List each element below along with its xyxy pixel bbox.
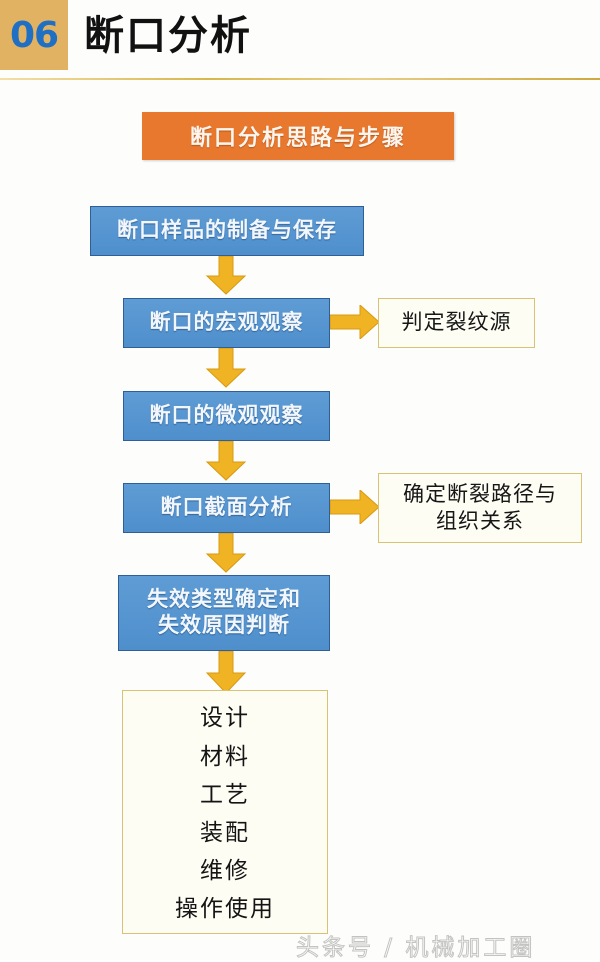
result-box-fracture-path[interactable]: 确定断裂路径与 组织关系 (378, 473, 582, 543)
process-step-label: 失效类型确定和 失效原因判断 (147, 587, 301, 638)
outcome-list-item: 装配 (200, 820, 250, 846)
watermark-text: 头条号 / 机械加工圈 (295, 935, 536, 962)
process-step-label-line1: 失效类型确定和 (147, 587, 301, 612)
process-step-micro-observation[interactable]: 断口的微观观察 (123, 391, 330, 441)
section-number-badge: 06 (0, 0, 68, 70)
result-box-label: 确定断裂路径与 组织关系 (403, 481, 557, 536)
flowchart: 断口分析思路与步骤 断口样品的制备与保存 断口的宏观观察 判定裂纹源 断口的微观… (0, 80, 600, 960)
process-step-label: 断口的微观观察 (149, 403, 304, 428)
page-header: 06 断口分析 (0, 0, 600, 80)
process-step-label: 断口样品的制备与保存 (117, 218, 337, 243)
outcome-list-item: 材料 (200, 743, 250, 770)
outcome-list-item: 维修 (200, 858, 250, 885)
result-box-label-line1: 确定断裂路径与 (403, 481, 557, 506)
process-step-cross-section-analysis[interactable]: 断口截面分析 (123, 483, 330, 533)
result-box-crack-origin[interactable]: 判定裂纹源 (378, 298, 535, 348)
header-divider (0, 78, 600, 80)
arrow-down-icon (205, 651, 247, 695)
page-title: 断口分析 (84, 13, 252, 59)
arrow-down-icon (205, 348, 247, 389)
flowchart-banner: 断口分析思路与步骤 (142, 112, 454, 160)
process-step-macro-observation[interactable]: 断口的宏观观察 (123, 298, 330, 348)
result-box-label-line2: 组织关系 (436, 509, 524, 533)
outcome-list-item: 操作使用 (175, 896, 275, 923)
process-step-label: 断口截面分析 (160, 495, 293, 520)
outcome-list-item: 工艺 (200, 781, 250, 808)
process-step-label-line2: 失效原因判断 (158, 613, 290, 637)
result-box-label: 判定裂纹源 (401, 310, 512, 335)
outcome-list-item: 设计 (200, 705, 250, 732)
arrow-right-icon (330, 305, 380, 339)
arrow-right-icon (330, 490, 380, 524)
arrow-down-icon (205, 533, 247, 574)
outcome-list-box[interactable]: 设计 材料 工艺 装配 维修 操作使用 (122, 690, 328, 934)
section-number-text: 06 (9, 14, 59, 56)
process-step-failure-determination[interactable]: 失效类型确定和 失效原因判断 (118, 575, 330, 651)
arrow-down-icon (205, 256, 247, 296)
process-step-sample-preparation[interactable]: 断口样品的制备与保存 (90, 206, 364, 256)
flowchart-banner-label: 断口分析思路与步骤 (189, 126, 406, 151)
arrow-down-icon (205, 441, 247, 482)
process-step-label: 断口的宏观观察 (149, 310, 304, 335)
